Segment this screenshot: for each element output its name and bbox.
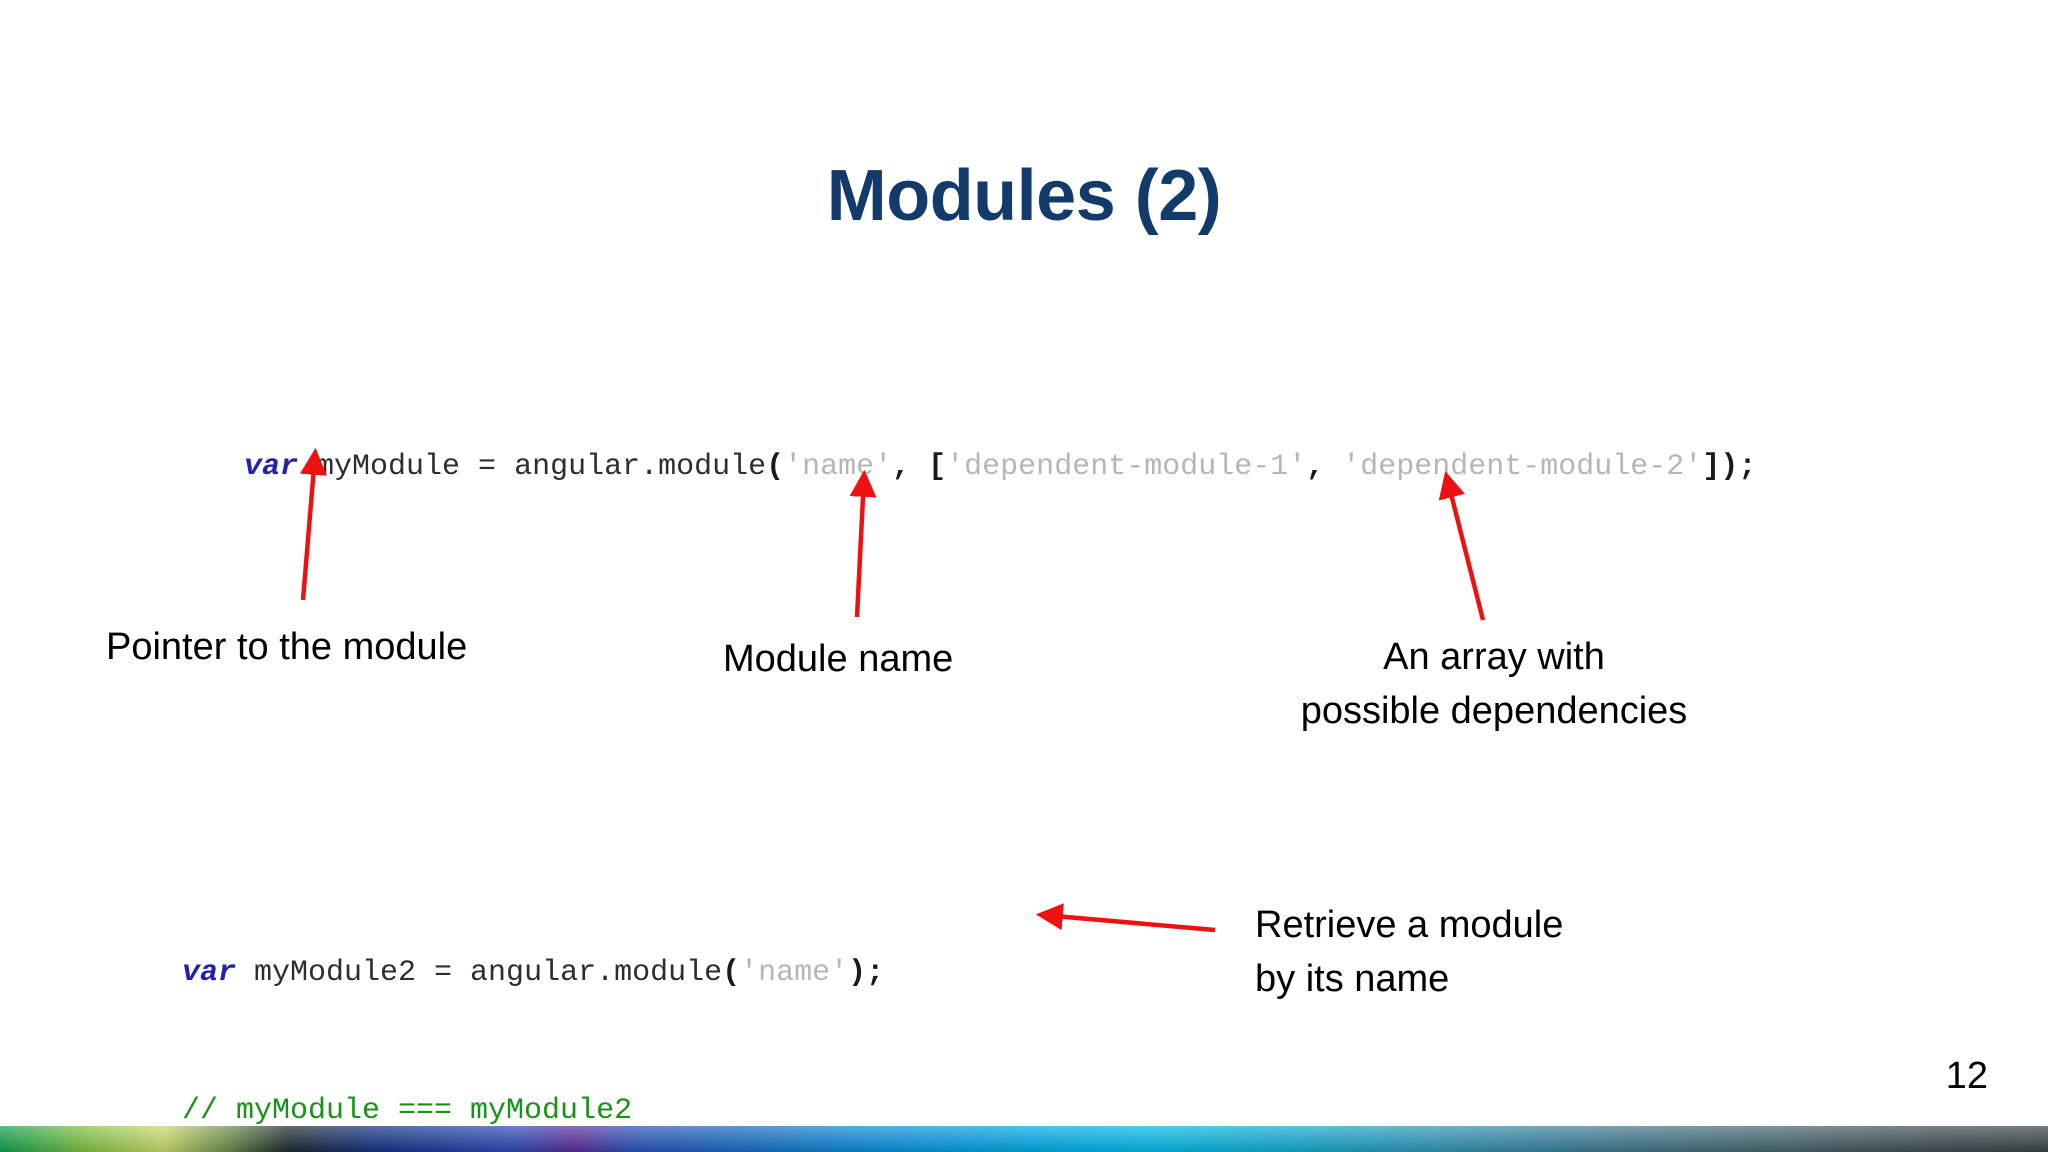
code-token-punct: , [ (892, 450, 947, 484)
code-token-string: 'dependent-module-1' (946, 450, 1307, 484)
page-title: Modules (2) (826, 156, 1222, 236)
code-token-keyword: var (182, 956, 237, 990)
code-token-punct: ]); (1702, 450, 1757, 484)
code-token-keyword: var (244, 450, 299, 484)
footer-decoration-band (0, 1126, 2048, 1152)
code-token-punct: , (1306, 450, 1343, 484)
annotation-an-array-with-possible-dependencies: An array with possible dependencies (1300, 636, 1688, 732)
annotation-module-name: Module name (723, 638, 954, 680)
code-token-comment: // myModule === myModule2 (182, 1094, 633, 1128)
page-number: 12 (1945, 1055, 1988, 1097)
code-token-punct: ); (848, 956, 885, 990)
code-token-string: 'dependent-module-2' (1342, 450, 1703, 484)
annotation-pointer-to-the-module: Pointer to the module (106, 626, 468, 668)
code-line: var myModule2 = angular.module('name'); (182, 950, 884, 996)
code-token-string: 'name' (784, 450, 893, 484)
code-token-identifier: myModule = angular.module (298, 450, 767, 484)
code-token-punct: ( (722, 956, 741, 990)
code-line: // myModule === myModule2 (182, 1088, 884, 1134)
annotation-retrieve-a-module-by-its-name: Retrieve a module by its name (1255, 904, 1564, 1000)
code-block-create-module: var myModule = angular.module('name', ['… (172, 398, 1756, 536)
code-token-punct: ( (766, 450, 785, 484)
code-line: var myModule = angular.module('name', ['… (244, 450, 1756, 484)
code-token-string: 'name' (740, 956, 849, 990)
code-block-retrieve-module: var myModule2 = angular.module('name'); … (182, 858, 884, 1152)
code-token-identifier: myModule2 = angular.module (236, 956, 723, 990)
left-arrow-icon-retrieve (1035, 903, 1216, 933)
